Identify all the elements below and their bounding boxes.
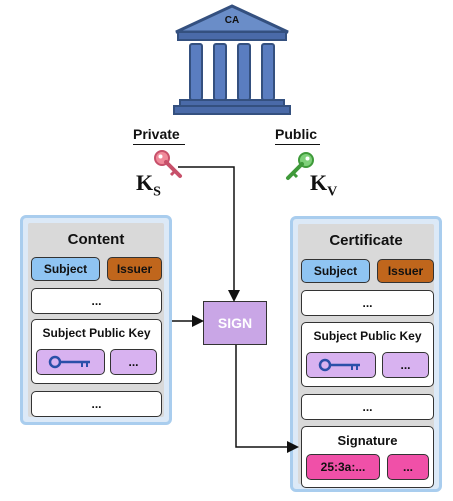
content-panel: Content Subject Issuer ... Subject Publi… <box>20 215 172 425</box>
private-key-subscript: S <box>153 184 161 200</box>
certificate-field-2: ... <box>301 394 434 420</box>
content-field-2: ... <box>31 391 162 417</box>
private-key-underline <box>133 144 185 145</box>
public-key-icon <box>286 152 314 180</box>
private-key-to-sign-arrow <box>178 166 240 302</box>
ca-building-icon <box>173 4 291 115</box>
content-spk-title: Subject Public Key <box>42 326 151 340</box>
private-key-symbol: KS <box>136 170 161 200</box>
sign-box: SIGN <box>203 301 267 345</box>
content-subject-pill: Subject <box>31 257 100 281</box>
blue-key-icon <box>48 355 90 369</box>
certificate-signature-value-pill: 25:3a:... <box>306 454 380 480</box>
ca-label: CA <box>224 15 240 26</box>
certificate-spk-value-pill: ... <box>382 352 429 378</box>
private-key-label: Private <box>133 126 180 142</box>
certificate-signature-title: Signature <box>337 433 398 448</box>
blue-key-icon <box>318 358 360 372</box>
certificate-subject-pill: Subject <box>301 259 370 283</box>
certificate-title: Certificate <box>329 232 403 249</box>
public-key-letter: K <box>310 170 328 195</box>
certificate-panel-inner: Certificate Subject Issuer ... Subject P… <box>298 224 434 488</box>
certificate-spk-title: Subject Public Key <box>313 329 422 343</box>
certificate-signature-more-pill: ... <box>387 454 429 480</box>
certificate-spk-key-pill <box>306 352 376 378</box>
content-field-1: ... <box>31 288 162 314</box>
content-spk-value-pill: ... <box>110 349 157 375</box>
content-title: Content <box>67 231 125 248</box>
sign-to-signature-arrow <box>235 345 299 453</box>
private-key-icon <box>154 150 182 178</box>
content-issuer-pill: Issuer <box>107 257 162 281</box>
public-key-subscript: V <box>327 184 338 200</box>
certificate-issuer-pill: Issuer <box>377 259 434 283</box>
public-key-symbol: KV <box>310 170 337 200</box>
content-panel-inner: Content Subject Issuer ... Subject Publi… <box>28 223 164 417</box>
public-key-label: Public <box>275 126 318 142</box>
content-spk-key-pill <box>36 349 105 375</box>
certificate-panel: Certificate Subject Issuer ... Subject P… <box>290 216 442 492</box>
private-key-letter: K <box>136 170 154 195</box>
public-key-underline <box>275 144 320 145</box>
certificate-field-1: ... <box>301 290 434 316</box>
